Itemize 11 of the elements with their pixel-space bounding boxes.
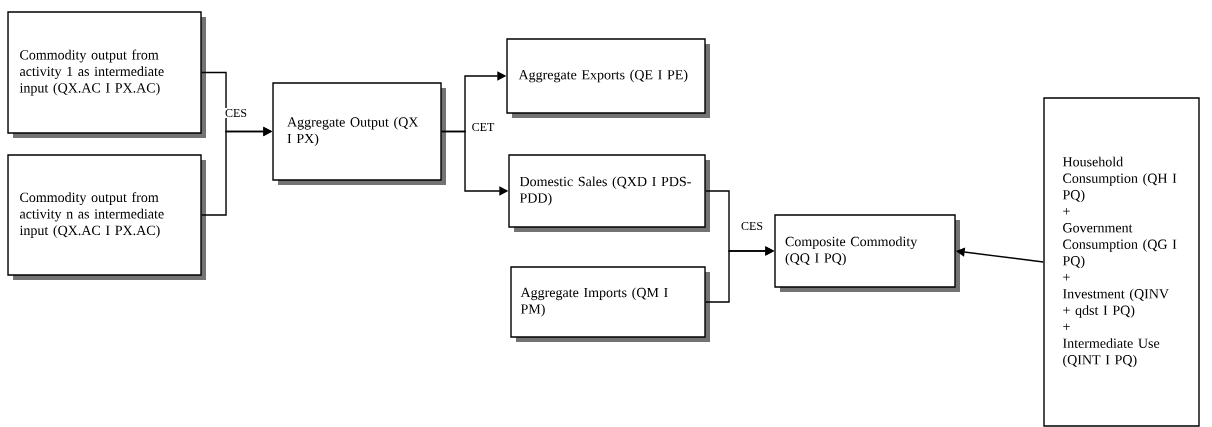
edge-label: CET [470, 121, 496, 133]
box: Aggregate Output (QX I PX) [272, 82, 446, 185]
edge-label: CES [740, 220, 764, 232]
box: Household Consumption (QH I PQ) + Government Consumption (QG I PQ) + Investment (QINV + qdst I PQ) + Intermediate Use (QINT I PQ) [1043, 97, 1200, 427]
box: Commodity output from activity 1 as intermediate input (QX.AC I PX.AC) [7, 11, 206, 138]
box: Commodity output from activity n as intermediate input (QX.AC I PX.AC) [7, 154, 206, 280]
box: Aggregate Imports (QM I PM) [510, 266, 710, 342]
box: Aggregate Exports (QE I PE) [506, 38, 710, 118]
box: Domestic Sales (QXD I PDS-PDD) [508, 154, 710, 232]
box: Composite Commodity (QQ I PQ) [774, 214, 960, 292]
edge-label: CES [224, 107, 248, 118]
